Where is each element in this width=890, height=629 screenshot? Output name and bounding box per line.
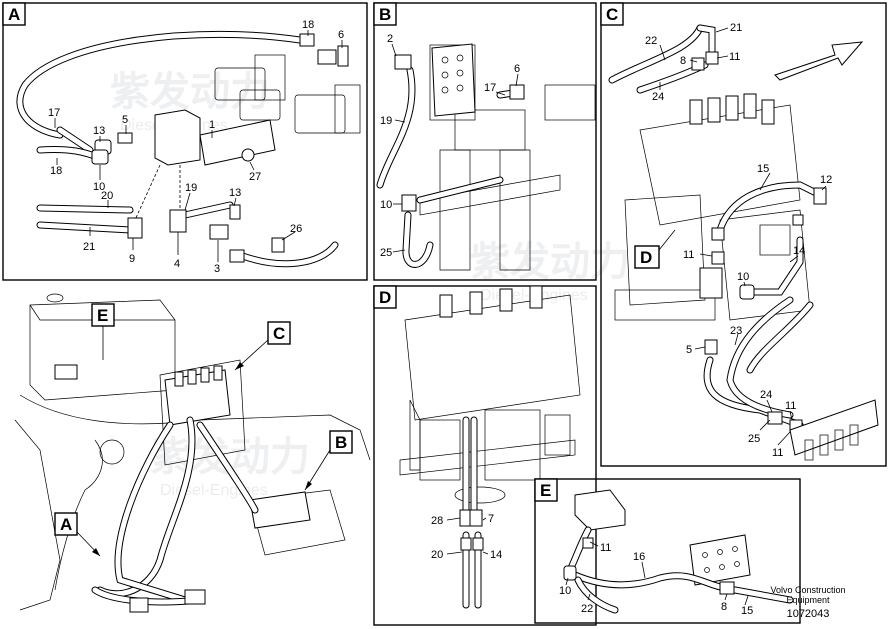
panel-a: A — [2, 2, 368, 281]
callout-b: B — [335, 433, 347, 452]
label-a-19: 19 — [185, 182, 197, 194]
label-c-11-right: 11 — [785, 400, 796, 412]
panel-a-labels: 18 6 17 13 5 1 18 10 27 20 19 13 21 9 4 … — [48, 19, 344, 275]
label-a-10: 10 — [93, 181, 105, 193]
label-a-5: 5 — [122, 114, 128, 126]
label-d-14: 14 — [490, 549, 502, 561]
label-b-17: 17 — [484, 82, 496, 94]
solenoid-valves — [214, 54, 361, 134]
control-valve-d — [399, 294, 581, 504]
panel-a-letter: A — [8, 5, 20, 24]
panel-e-letter: E — [540, 481, 551, 500]
label-e-10: 10 — [559, 585, 571, 597]
label-e-16: 16 — [633, 551, 645, 563]
label-c-21: 21 — [730, 22, 742, 34]
label-b-2: 2 — [387, 33, 393, 45]
label-a-18-top: 18 — [302, 19, 314, 31]
panel-d: D — [373, 285, 597, 626]
label-d-7: 7 — [488, 513, 494, 525]
valve-manifold-b — [419, 44, 596, 271]
label-c-11-mid: 11 — [683, 249, 694, 261]
callout-e: E — [97, 306, 108, 325]
label-c-11-bottom: 11 — [772, 447, 783, 459]
label-a-20: 20 — [101, 190, 113, 202]
callout-c: C — [273, 324, 285, 343]
label-c-22: 22 — [645, 35, 657, 47]
callout-d: D — [640, 248, 652, 267]
label-a-13-bottom: 13 — [229, 187, 241, 199]
label-a-3: 3 — [214, 263, 220, 275]
machine-outline — [14, 293, 371, 611]
label-a-17: 17 — [48, 107, 60, 119]
watermark-cn-2: 紫发动力 — [470, 240, 630, 284]
panel-c-letter: C — [606, 5, 618, 24]
label-c-10: 10 — [737, 271, 749, 283]
label-a-18-bottom: 18 — [50, 165, 62, 177]
callout-a: A — [60, 515, 72, 534]
panel-c: C — [600, 2, 887, 467]
label-a-6: 6 — [338, 29, 344, 41]
label-c-25: 25 — [748, 433, 760, 445]
label-d-20: 20 — [431, 549, 443, 561]
direction-arrow — [774, 41, 864, 81]
watermark-en-3: Diesel-Engines — [160, 482, 268, 499]
panel-c-labels: 22 21 8 11 24 15 12 11 10 14 5 23 24 11 … — [645, 22, 832, 459]
label-a-27: 27 — [249, 171, 261, 183]
panel-b: B 2 — [373, 2, 597, 281]
label-c-5: 5 — [686, 344, 692, 356]
label-b-25: 25 — [380, 247, 392, 259]
label-a-26: 26 — [290, 223, 302, 235]
label-e-8: 8 — [721, 601, 727, 613]
label-e-11: 11 — [600, 542, 611, 554]
caption-drawing-number: 1072043 — [787, 608, 830, 620]
control-valve-c — [614, 104, 811, 321]
label-c-14: 14 — [793, 245, 805, 257]
label-a-21: 21 — [83, 241, 95, 253]
caption-equipment: Equipment — [786, 595, 830, 605]
label-a-4: 4 — [174, 258, 180, 270]
label-b-6: 6 — [514, 63, 520, 75]
label-d-28: 28 — [431, 515, 443, 527]
label-b-19: 19 — [380, 115, 392, 127]
caption-company: Volvo Construction — [770, 585, 845, 595]
label-c-8: 8 — [680, 55, 686, 67]
label-c-12: 12 — [820, 174, 832, 186]
label-c-15: 15 — [757, 163, 769, 175]
watermark-cn-1: 紫发动力 — [110, 70, 270, 114]
panel-d-labels: 28 7 20 14 — [431, 513, 502, 561]
label-c-23: 23 — [730, 325, 742, 337]
panel-e-labels: 11 16 10 22 8 15 — [559, 542, 753, 617]
label-a-9: 9 — [129, 253, 135, 265]
label-b-10: 10 — [380, 199, 392, 211]
label-a-13-top: 13 — [93, 125, 105, 137]
label-a-1: 1 — [209, 119, 215, 131]
panel-d-letter: D — [379, 288, 391, 307]
panel-b-letter: B — [379, 5, 391, 24]
label-e-15: 15 — [741, 605, 753, 617]
label-c-24-top: 24 — [652, 91, 664, 103]
label-e-22: 22 — [581, 603, 593, 615]
label-c-11-top: 11 — [729, 51, 740, 63]
label-c-24-bottom: 24 — [760, 389, 772, 401]
overview-machine: E C B A — [14, 293, 371, 613]
panel-b-labels: 2 6 17 19 10 25 — [380, 33, 520, 259]
panel-e: E 11 16 10 22 8 15 — [534, 478, 801, 624]
document-caption: Volvo Construction Equipment 1072043 — [770, 585, 845, 620]
